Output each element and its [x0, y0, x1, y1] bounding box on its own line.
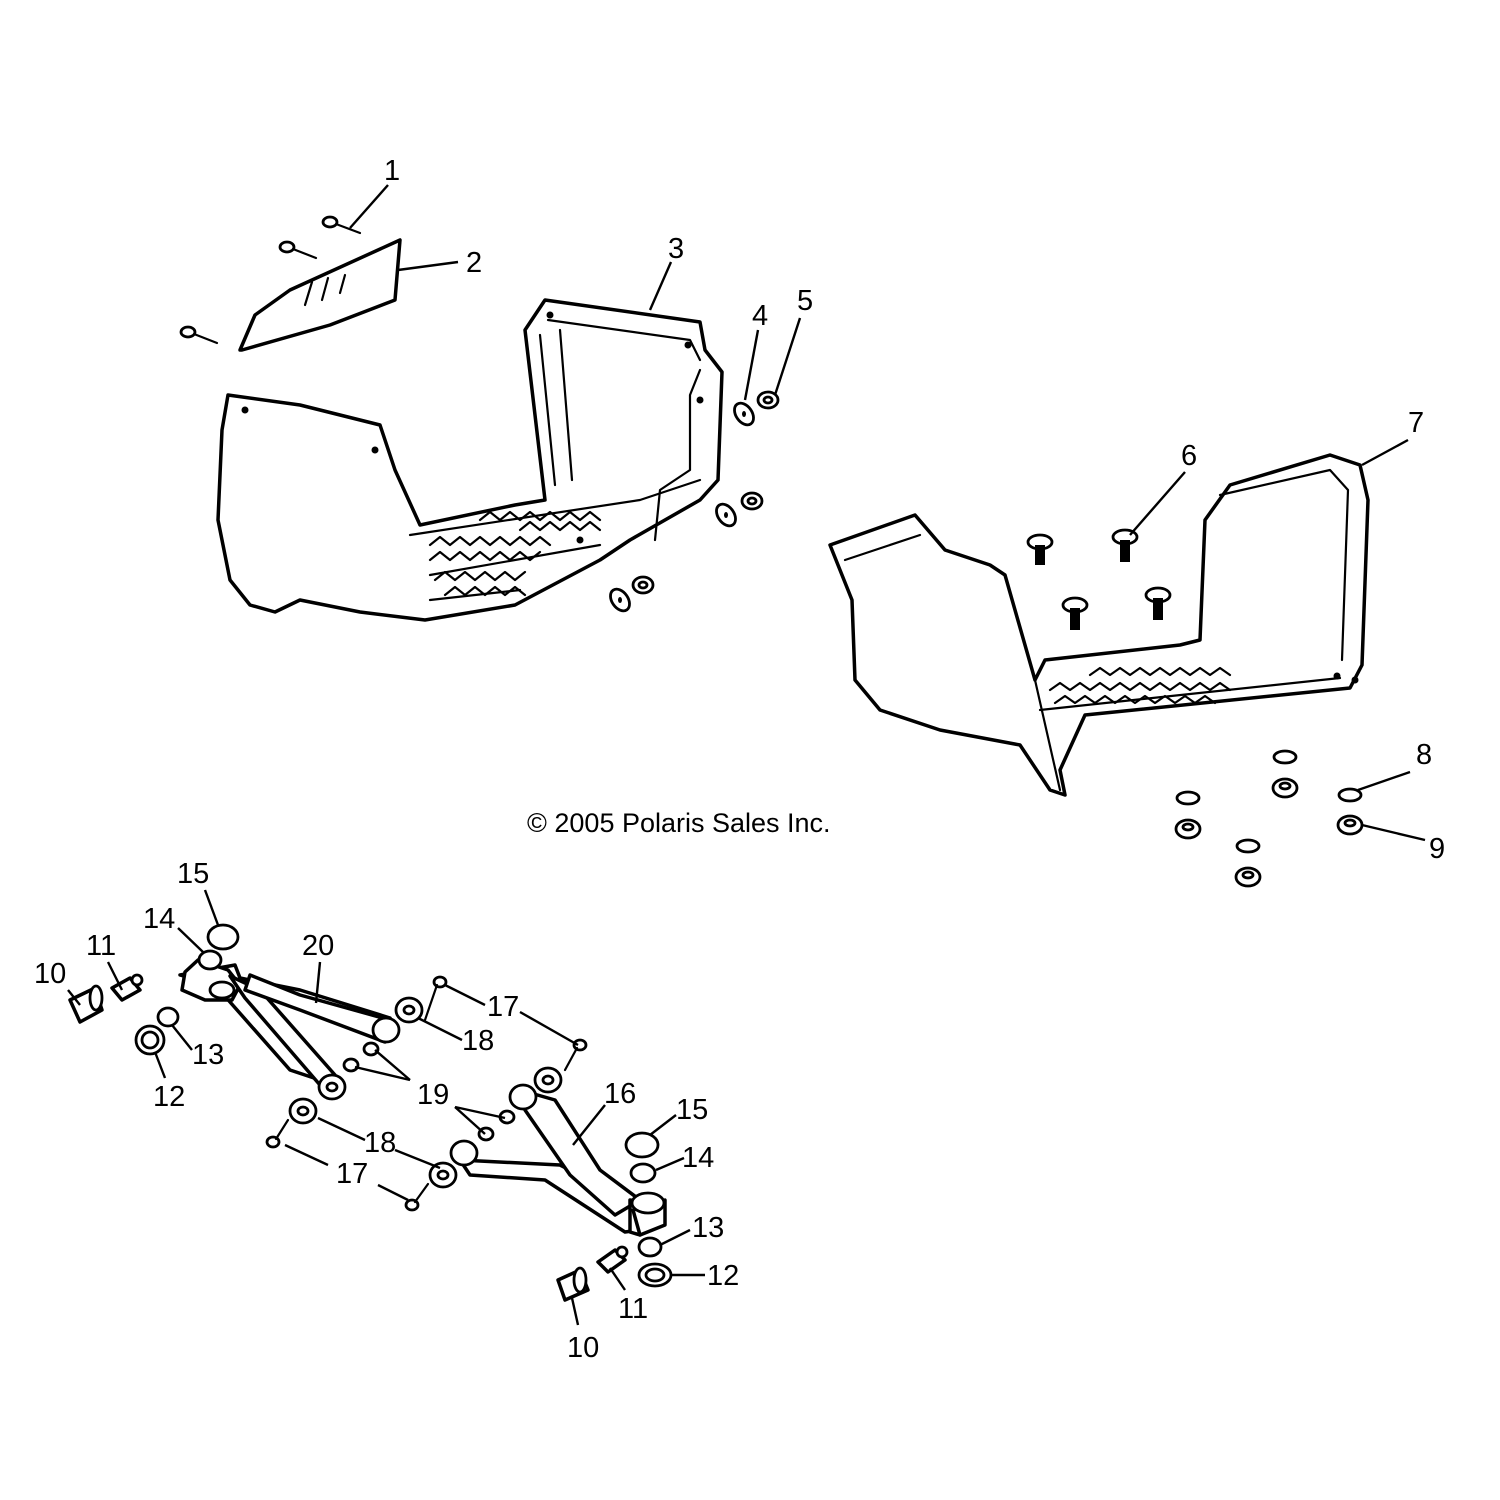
- callout-15-lower: 15: [676, 1094, 708, 1126]
- a-arm-part-16: [458, 1088, 662, 1237]
- bushing-part-18-g: [428, 1161, 458, 1189]
- washer-part-8-b: [1175, 790, 1201, 806]
- housing-lower-arm: [630, 1191, 667, 1237]
- washer-part-8-d: [1235, 838, 1261, 854]
- washer-part-4-c: [609, 587, 631, 613]
- cap-part-15-a: [206, 923, 240, 951]
- callout-18-lower: 18: [364, 1127, 396, 1159]
- bushing-part-18-f: [449, 1139, 479, 1167]
- bolt-part-17-d: [404, 1182, 430, 1212]
- washer-part-4-a: [733, 401, 755, 427]
- bushing-part-18-c: [317, 1073, 347, 1101]
- callout-numbers: 1 2 3 4 5 6 7 8 9 © 2005 Polaris Sales I…: [34, 155, 1445, 1364]
- callout-18-upper: 18: [462, 1025, 494, 1057]
- washer-part-8-a: [1272, 749, 1298, 765]
- screw-part-1-c: [179, 325, 219, 345]
- sleeve-part-10-b: [556, 1266, 590, 1302]
- callout-11-lower: 11: [618, 1293, 648, 1325]
- callout-10-lower: 10: [567, 1332, 599, 1364]
- nut-part-9-a: [1271, 777, 1299, 799]
- callout-14-lower: 14: [682, 1142, 714, 1174]
- left-footwell-part-3: [216, 298, 724, 622]
- nut-part-9-b: [1174, 818, 1202, 840]
- bushing-part-18-b: [371, 1016, 401, 1044]
- callout-6: 6: [1181, 440, 1197, 472]
- copyright-notice: © 2005 Polaris Sales Inc.: [527, 808, 831, 838]
- a-arm-part-20: [178, 958, 392, 1087]
- washer-part-14-b: [629, 1162, 657, 1184]
- nut-part-9-c: [1336, 814, 1364, 836]
- callout-13-lower: 13: [692, 1212, 724, 1244]
- callout-17-upper: 17: [487, 991, 519, 1023]
- callout-12-lower: 12: [707, 1260, 739, 1292]
- nut-part-5-c: [631, 575, 655, 595]
- bushing-part-18-d: [288, 1097, 318, 1125]
- grease-fitting-part-11-a: [110, 973, 144, 1002]
- nut-part-9-d: [1234, 866, 1262, 888]
- callout-15-upper: 15: [177, 858, 209, 890]
- callout-17-lower: 17: [336, 1158, 368, 1190]
- callout-8: 8: [1416, 739, 1432, 771]
- bolt-part-6-d: [1144, 586, 1172, 620]
- washer-part-19-a: [342, 1057, 360, 1073]
- bolt-part-17-a: [423, 975, 448, 1022]
- bolt-part-6-b: [1111, 528, 1139, 562]
- bolt-part-17-b: [563, 1038, 588, 1072]
- callout-14-upper: 14: [143, 903, 175, 935]
- sleeve-part-10-a: [68, 984, 104, 1024]
- heat-shield-part-2: [238, 238, 402, 352]
- cap-part-15-b: [624, 1131, 660, 1159]
- washer-part-4-b: [715, 502, 737, 528]
- callout-16: 16: [604, 1078, 636, 1110]
- seal-part-12-a: [134, 1024, 166, 1056]
- bolt-part-6-c: [1061, 596, 1089, 630]
- washer-part-8-c: [1337, 787, 1363, 803]
- callout-13-upper: 13: [192, 1039, 224, 1071]
- bushing-part-13-a: [156, 1006, 180, 1028]
- callout-4: 4: [752, 300, 768, 332]
- bushing-part-13-b: [637, 1236, 663, 1258]
- washer-part-14-a: [197, 949, 223, 971]
- callout-2: 2: [466, 247, 482, 279]
- bushing-part-18-a: [394, 996, 424, 1024]
- callout-19: 19: [417, 1079, 449, 1111]
- nut-part-5-a: [756, 390, 780, 410]
- callout-20: 20: [302, 930, 334, 962]
- washer-part-19-b: [362, 1041, 380, 1057]
- grease-fitting-part-11-b: [596, 1245, 629, 1274]
- callout-3: 3: [668, 233, 684, 265]
- bushing-part-18-h: [508, 1083, 538, 1111]
- callout-1: 1: [384, 155, 400, 187]
- callout-12-upper: 12: [153, 1081, 185, 1113]
- callout-5: 5: [797, 285, 813, 317]
- seal-part-12-b: [637, 1262, 673, 1288]
- leader-lines: [67, 184, 1426, 1326]
- callout-11-upper: 11: [86, 930, 116, 962]
- callout-7: 7: [1408, 407, 1424, 439]
- callout-10-upper: 10: [34, 958, 66, 990]
- bushing-part-18-e: [533, 1066, 563, 1094]
- screw-part-1-a: [321, 215, 362, 235]
- bolt-part-6-a: [1026, 533, 1054, 565]
- nut-part-5-b: [740, 491, 764, 511]
- right-footwell-part-7: [828, 453, 1370, 797]
- screw-part-1-b: [278, 240, 318, 260]
- bolt-part-17-c: [265, 1118, 290, 1149]
- callout-9: 9: [1429, 833, 1445, 865]
